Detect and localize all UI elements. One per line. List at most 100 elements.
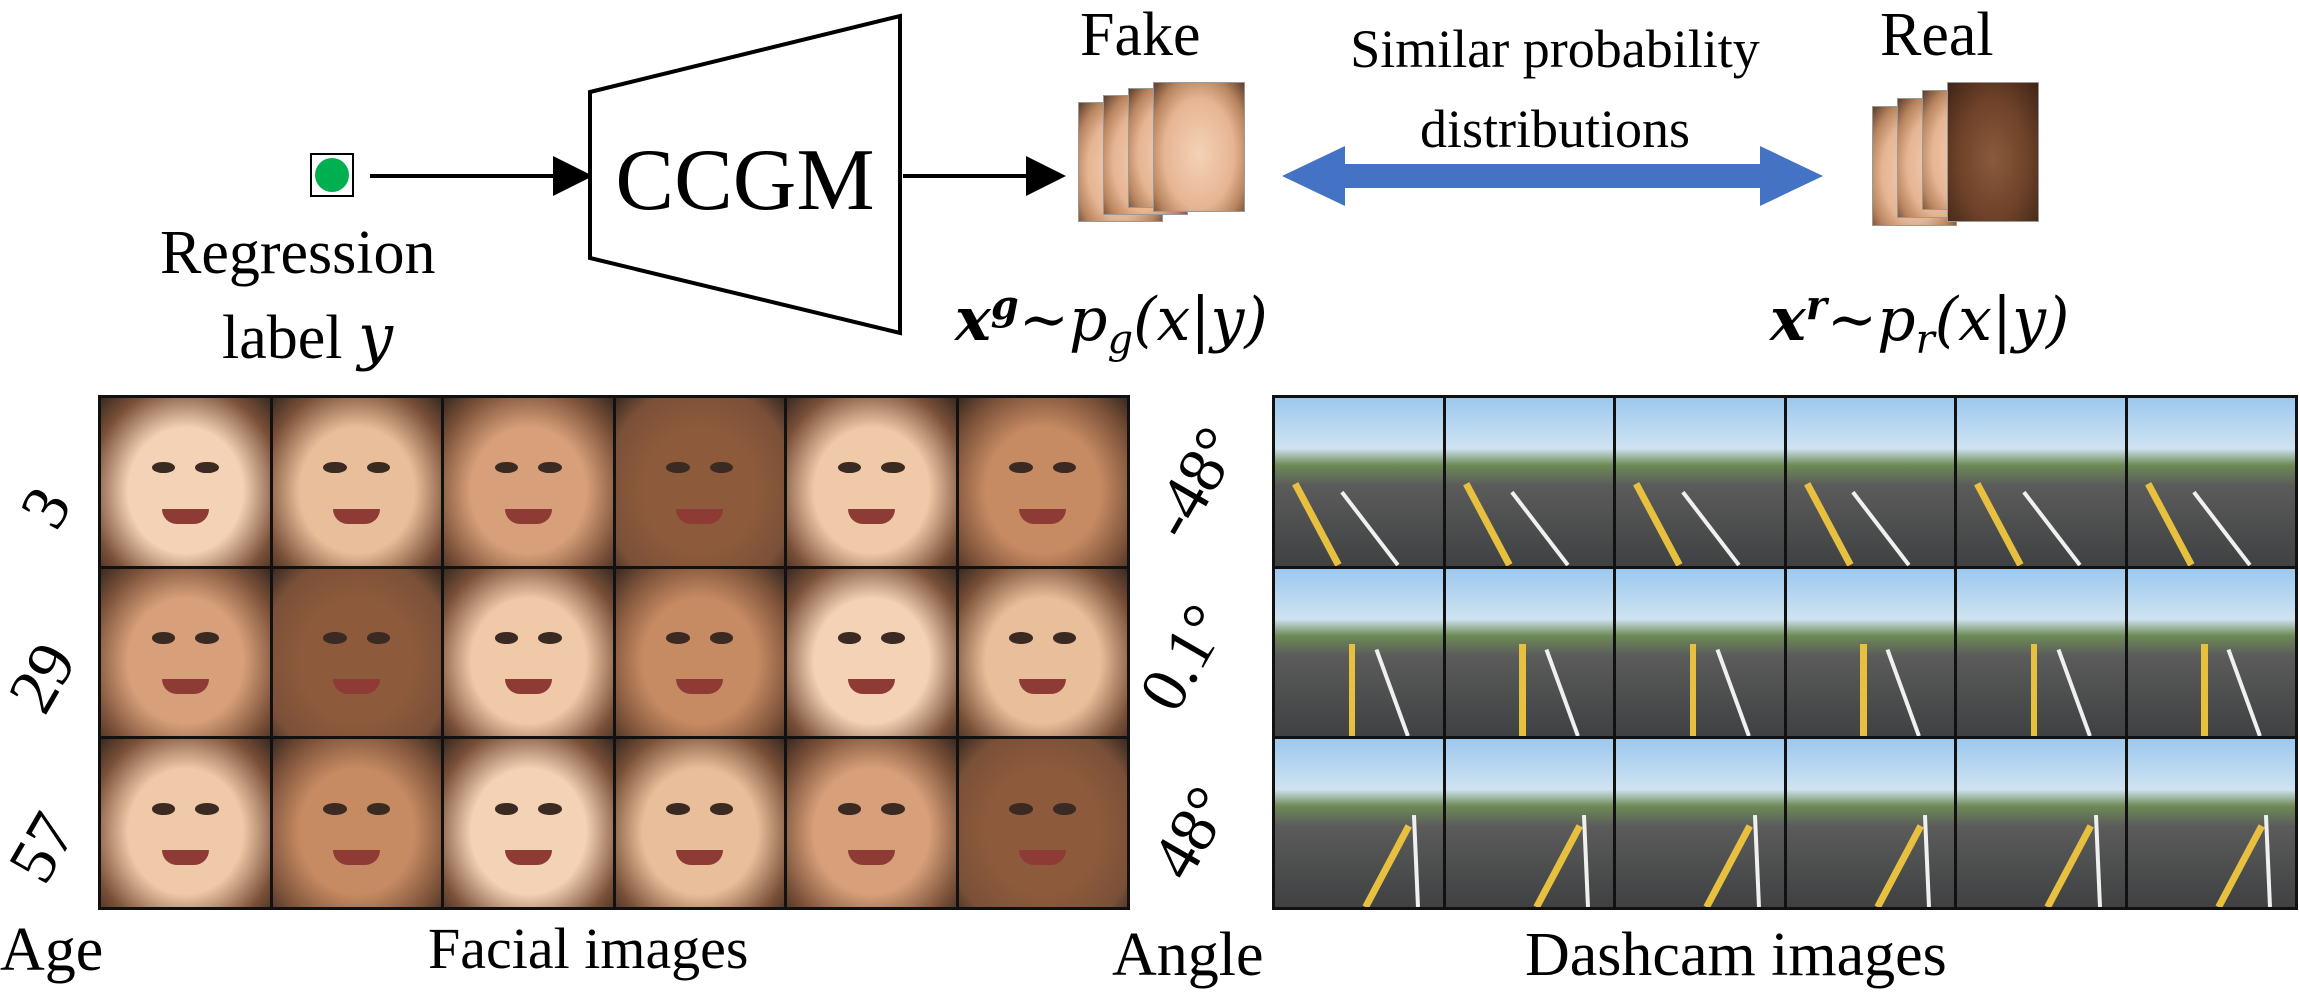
face-eye <box>323 803 347 815</box>
dashcam-image-grid <box>1272 395 2298 910</box>
input-label-text: label <box>222 304 358 372</box>
road-edge-line <box>1339 491 1400 566</box>
input-label-var: y <box>358 300 394 373</box>
face-mouth <box>1019 849 1067 866</box>
dashcam-image-cell <box>2127 568 2295 737</box>
road-edge-line <box>2264 814 2273 907</box>
face-image-cell <box>787 398 956 566</box>
face-eye <box>538 632 562 645</box>
face-eye <box>366 632 391 645</box>
road-edge-line <box>1544 648 1581 737</box>
face-mouth <box>504 508 552 524</box>
lane-line <box>1873 824 1924 907</box>
face-image-cell <box>615 568 784 737</box>
face-mouth <box>504 679 552 695</box>
face-mouth <box>333 679 381 695</box>
real-image <box>1947 82 2039 222</box>
face-eye <box>323 632 347 645</box>
age-row-label-2: 57 <box>0 800 91 895</box>
fake-title: Fake <box>1080 1 1201 69</box>
face-mouth <box>676 508 724 524</box>
lane-line <box>1362 824 1412 907</box>
dashcam-image-cell <box>1445 568 1613 737</box>
lane-line <box>1974 482 2024 566</box>
dashcam-image-cell <box>1275 568 1443 737</box>
green-dot-icon <box>315 158 349 192</box>
face-eye <box>494 803 519 815</box>
generator-label: CCGM <box>615 132 875 229</box>
face-eye <box>1052 632 1077 645</box>
dashcam-image-cell <box>1786 398 1954 566</box>
face-image-cell <box>787 739 956 907</box>
road-edge-line <box>2192 491 2252 566</box>
dashcam-image-cell <box>1445 739 1613 907</box>
face-mouth <box>1019 508 1067 524</box>
lane-line <box>1462 482 1513 566</box>
dashcam-image-cell <box>1616 739 1784 907</box>
real-formula-args: (x|y) <box>1934 285 2070 355</box>
face-image-cell <box>958 398 1127 566</box>
real-title: Real <box>1880 1 1994 69</box>
real-formula-tilde: ∼ <box>1826 285 1878 355</box>
dashcam-image-cell <box>1786 739 1954 907</box>
road-edge-line <box>1374 648 1410 737</box>
road-edge-line <box>2021 491 2082 566</box>
face-eye <box>881 461 905 474</box>
face-mouth <box>676 679 724 695</box>
road-edge-line <box>2056 648 2092 737</box>
road-edge-line <box>1680 491 1741 566</box>
lane-line <box>1803 482 1854 566</box>
dashcam-image-cell <box>1786 568 1954 737</box>
dashcam-image-cell <box>1275 398 1443 566</box>
face-eye <box>881 803 905 815</box>
road-edge-line <box>1752 814 1761 907</box>
face-image-cell <box>615 739 784 907</box>
face-eye <box>151 803 176 815</box>
lane-line <box>1292 482 1342 566</box>
real-formula-sup: r <box>1805 282 1827 329</box>
road-edge-line <box>1411 814 1420 907</box>
arrow-label-line2: distributions <box>1419 99 1691 159</box>
face-mouth <box>847 508 895 524</box>
arrow-label-line1: Similar probability <box>1350 19 1760 79</box>
face-image-cell <box>444 739 613 907</box>
face-eye <box>837 803 862 815</box>
lane-line <box>1633 482 1683 566</box>
face-eye <box>151 632 176 645</box>
dashcam-image-cell <box>2127 398 2295 566</box>
face-eye <box>538 803 562 815</box>
face-eye <box>538 461 562 474</box>
facial-caption: Facial images <box>428 916 749 981</box>
face-eye <box>1052 803 1077 815</box>
face-eye <box>151 461 176 474</box>
fake-image <box>1153 82 1245 212</box>
face-image-cell <box>615 398 784 566</box>
face-eye <box>666 803 690 815</box>
face-eye <box>709 632 734 645</box>
face-image-cell <box>787 568 956 737</box>
dashcam-image-cell <box>1616 568 1784 737</box>
face-mouth <box>847 849 895 866</box>
lane-line <box>1689 644 1697 737</box>
face-eye <box>494 461 519 474</box>
face-eye <box>1009 632 1033 645</box>
fake-formula-sup: g <box>990 282 1019 329</box>
fake-formula-p: p <box>1069 285 1108 355</box>
face-eye <box>1009 803 1033 815</box>
face-eye <box>494 632 519 645</box>
lane-line <box>2144 482 2195 566</box>
face-eye <box>666 461 690 474</box>
dashcam-image-cell <box>1445 398 1613 566</box>
face-eye <box>881 632 905 645</box>
face-mouth <box>161 679 209 695</box>
face-mouth <box>161 508 209 524</box>
angle-row-label-2: 48° <box>1137 774 1247 892</box>
road-edge-line <box>1885 648 1922 737</box>
fake-formula-tilde: ∼ <box>1018 285 1070 355</box>
dashcam-image-cell <box>1957 398 2125 566</box>
facial-panel: 3 29 57 Age Facial images <box>0 390 1140 1000</box>
fake-formula-sub: g <box>1107 317 1134 363</box>
face-eye <box>1052 461 1077 474</box>
input-label-line2: label y <box>222 300 393 374</box>
age-axis-title: Age <box>0 916 104 984</box>
